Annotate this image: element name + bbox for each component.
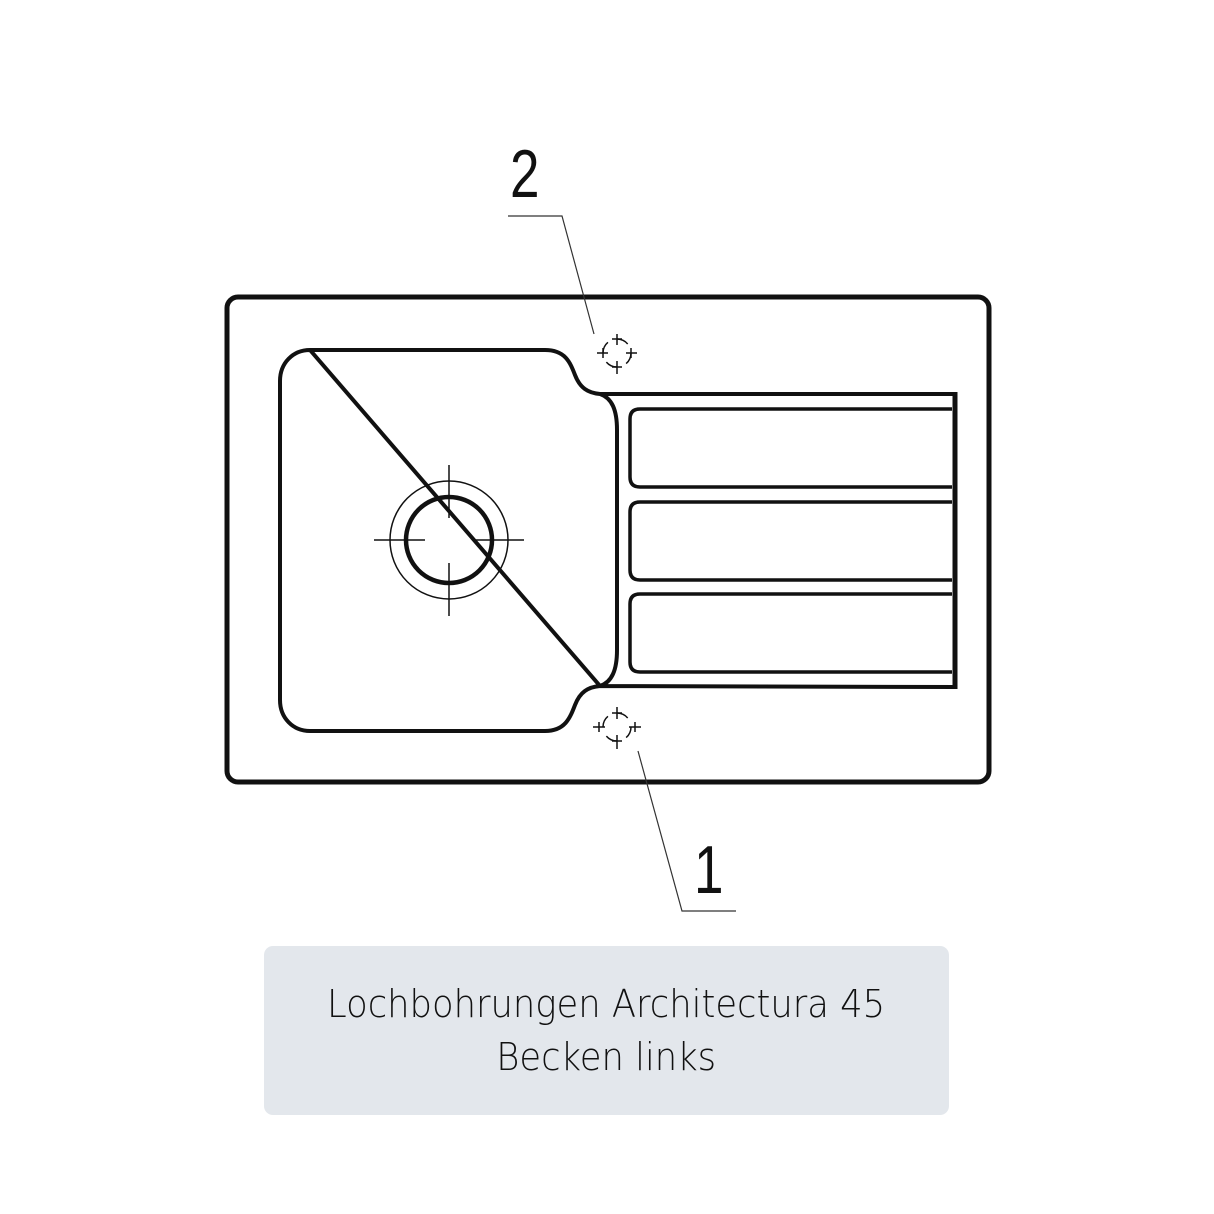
callout-leader-2 — [508, 215, 595, 335]
drainer-groove — [628, 500, 952, 582]
tap-hole-bottom-icon — [593, 707, 641, 749]
drain-icon — [374, 465, 524, 616]
caption-title: Lochbohrungen Architectura 45 — [327, 981, 886, 1026]
caption-box: Lochbohrungen Architectura 45 Becken lin… — [264, 946, 949, 1115]
callout-label-2: 2 — [510, 136, 540, 212]
caption-subtitle: Becken links — [496, 1034, 717, 1079]
basin-outline — [278, 347, 956, 733]
tap-hole-top-icon — [597, 334, 637, 374]
drainer-grooves — [628, 407, 952, 674]
callout-label-1: 1 — [694, 832, 724, 908]
callout-leader-1 — [637, 750, 736, 912]
drainer-groove — [628, 407, 952, 489]
sink-outer-outline — [224, 294, 992, 785]
drainer-groove — [628, 592, 952, 674]
